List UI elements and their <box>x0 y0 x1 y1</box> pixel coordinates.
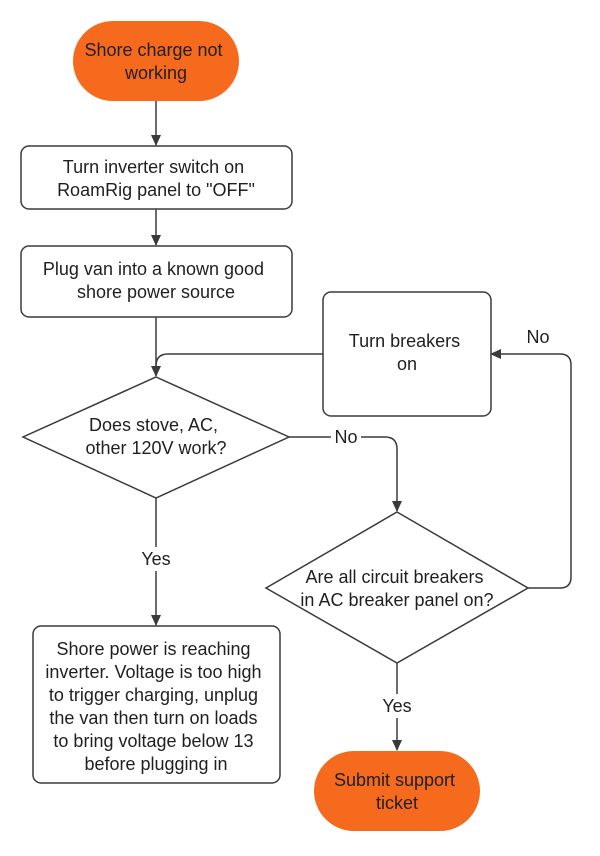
edge-breakers-no <box>490 349 572 589</box>
plug-line: Plug van into a known good <box>43 259 264 279</box>
process-box <box>20 245 293 318</box>
terminal-shape <box>73 21 239 101</box>
process-box <box>322 291 492 417</box>
support-line: Submit support <box>334 770 455 790</box>
edge-label-yes-breakers: Yes <box>382 696 411 716</box>
edge-breakers-to-decision <box>155 353 323 367</box>
edge-label-yes-120v: Yes <box>141 549 170 569</box>
edge-label-no-breakers: No <box>526 327 549 347</box>
inverter-line: Turn inverter switch on <box>63 157 244 177</box>
decision-120v-line: Does stove, AC, <box>89 415 218 435</box>
edge-labels: No No Yes Yes <box>138 327 550 718</box>
node-plug-in: Plug van into a known good shore power s… <box>20 245 293 318</box>
breakers-on-line: on <box>397 354 417 374</box>
start-line: working <box>124 63 187 83</box>
svg-text:Submit support ticket: Submit support ticket <box>334 770 460 813</box>
process-box <box>32 625 281 784</box>
support-line: ticket <box>376 793 418 813</box>
edge-decision-no <box>289 436 402 512</box>
node-breakers-on: Turn breakers on <box>322 291 492 417</box>
decision-breakers-line: Are all circuit breakers <box>305 567 483 587</box>
voltage-line: to bring voltage below 13 <box>53 731 253 751</box>
decision-diamond <box>264 511 530 664</box>
svg-text:Turn inverter switch on: Turn inverter switch on RoamRig panel to… <box>57 157 255 200</box>
process-box <box>20 145 293 210</box>
node-end-support: Submit support ticket <box>314 751 480 831</box>
voltage-line: the van then turn on loads <box>49 708 257 728</box>
edge-label-no-120v: No <box>334 427 357 447</box>
plug-line: shore power source <box>77 282 235 302</box>
start-line: Shore charge not <box>84 40 222 60</box>
node-decision-120v: Does stove, AC, other 120V work? <box>21 376 291 499</box>
svg-text:Are all circuit breakers: Are all circuit breakers in AC breaker p… <box>300 567 493 610</box>
svg-text:Plug van into a known good: Plug van into a known good shore power s… <box>43 259 269 302</box>
terminal-shape <box>314 751 480 831</box>
decision-120v-line: other 120V work? <box>85 438 226 458</box>
node-decision-breakers: Are all circuit breakers in AC breaker p… <box>264 511 530 664</box>
voltage-line: to trigger charging, unplug <box>49 685 258 705</box>
node-start: Shore charge not working <box>73 21 239 101</box>
svg-text:Does stove, AC, other 12: Does stove, AC, other 120V work? <box>85 415 226 458</box>
decision-diamond <box>21 376 291 499</box>
decision-breakers-line: in AC breaker panel on? <box>300 590 493 610</box>
node-voltage-high: Shore power is reaching inverter. Voltag… <box>32 625 281 784</box>
voltage-line: inverter. Voltage is too high <box>45 662 261 682</box>
node-inverter-off: Turn inverter switch on RoamRig panel to… <box>20 145 293 210</box>
inverter-line: RoamRig panel to "OFF" <box>57 180 255 200</box>
svg-text:Turn breakers on: Turn breakers on <box>349 331 465 374</box>
breakers-on-line: Turn breakers <box>349 331 460 351</box>
voltage-line: Shore power is reaching <box>56 639 250 659</box>
svg-text:Shore charge not working: Shore charge not working <box>84 40 227 83</box>
voltage-line: before plugging in <box>84 754 227 774</box>
svg-text:Shore power is reaching: Shore power is reaching inverter. Voltag… <box>45 639 266 774</box>
